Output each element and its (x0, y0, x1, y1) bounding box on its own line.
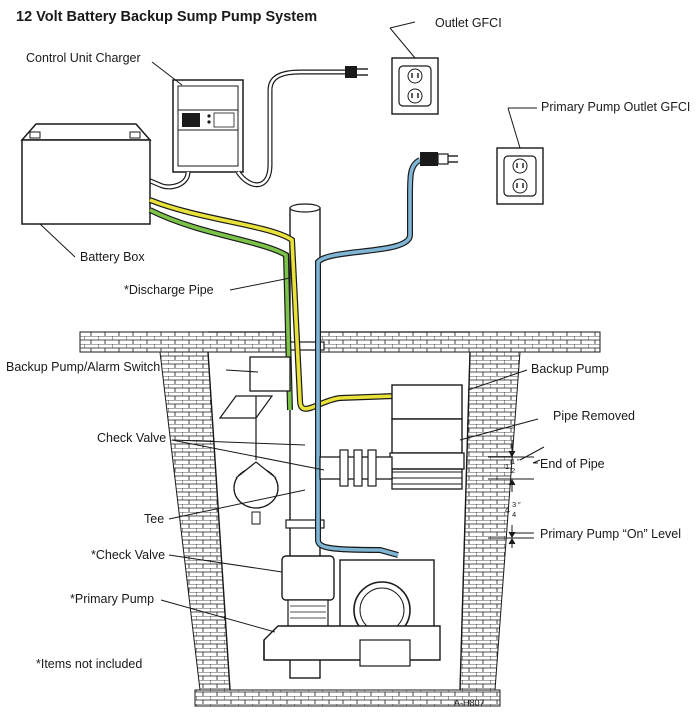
label-backup-pump-alarm-switch: Backup Pump/Alarm Switch (6, 360, 161, 374)
alarm-switch-icon (218, 356, 291, 525)
charger-power-cord (235, 69, 345, 188)
dimension-lower-num: 3 (512, 500, 517, 509)
label-battery-box: Battery Box (80, 250, 145, 264)
dimension-lower: 4 3 4 ″ (505, 500, 527, 522)
backup-pipe (319, 449, 393, 487)
primary-pump-outlet-gfci-icon (496, 147, 544, 205)
sump-pit (79, 331, 601, 707)
label-end-of-pipe: End of Pipe (540, 457, 605, 471)
label-check-valve: Check Valve (97, 431, 167, 445)
dimension-upper-whole: 1 (505, 462, 510, 471)
battery-box-icon (20, 123, 152, 225)
label-primary-pump: *Primary Pump (70, 592, 155, 606)
dimension-upper-den: 2 (511, 466, 516, 475)
primary-pump-plug-icon (420, 152, 458, 166)
label-outlet-gfci: Outlet GFCI (435, 16, 502, 30)
dimension-lower-whole: 4 (505, 505, 511, 515)
drawing-code: A-H807 (454, 698, 485, 708)
backup-pump-icon (389, 384, 465, 490)
blue-cord (315, 157, 422, 558)
label-items-not-included: *Items not included (36, 657, 143, 671)
dimension-upper: 1 1 2 ″ (505, 458, 525, 478)
label-star-check-valve: *Check Valve (91, 548, 166, 562)
outlet-gfci-icon (391, 57, 439, 115)
label-control-unit-charger: Control Unit Charger (26, 51, 141, 65)
label-discharge-pipe: *Discharge Pipe (124, 283, 214, 297)
dimension-lower-den: 4 (512, 510, 517, 519)
dimension-upper-num: 1 (511, 457, 516, 466)
label-backup-pump: Backup Pump (531, 362, 609, 376)
label-primary-pump-outlet-gfci: Primary Pump Outlet GFCI (541, 100, 691, 114)
label-primary-pump-on-level: Primary Pump “On” Level (540, 527, 682, 541)
diagram-title: 12 Volt Battery Backup Sump Pump System (16, 9, 318, 25)
leader-lines (39, 21, 539, 633)
label-pipe-removed: Pipe Removed (553, 409, 635, 423)
label-tee: Tee (144, 512, 165, 526)
primary-pump-icon (263, 555, 441, 667)
dimension-upper-inch: ″ (517, 457, 520, 466)
dimension-lower-inch: ″ (518, 500, 521, 509)
control-unit-charger-icon (172, 79, 244, 173)
charger-battery-cord (147, 171, 191, 190)
